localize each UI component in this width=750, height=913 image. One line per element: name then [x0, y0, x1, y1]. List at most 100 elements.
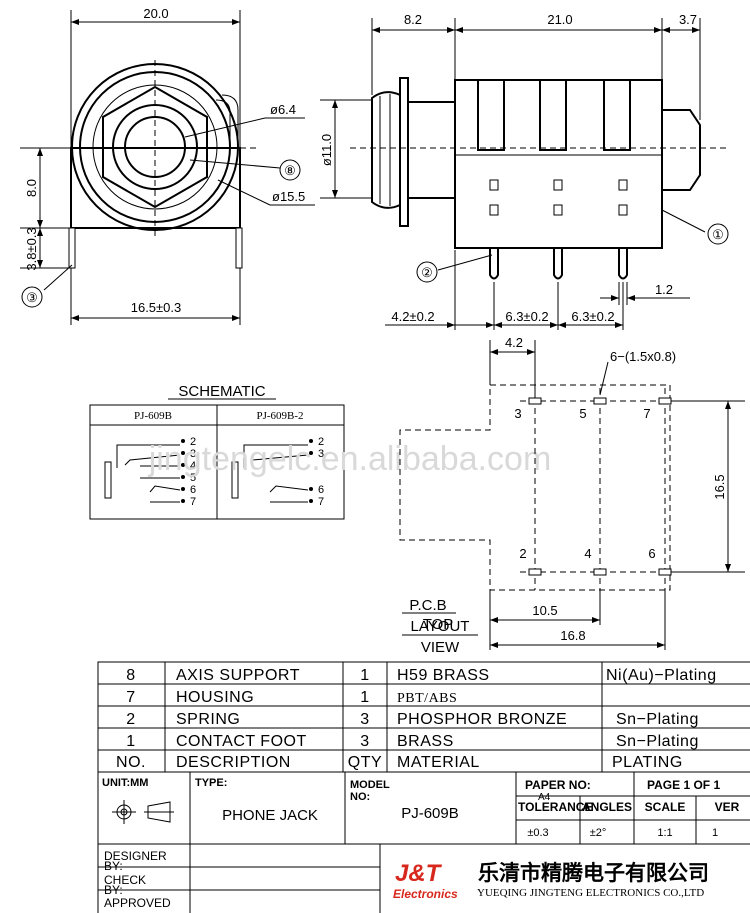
svg-text:3: 3: [190, 448, 196, 460]
svg-text:7: 7: [318, 496, 324, 508]
pcb-pin-4: 4: [584, 546, 591, 561]
bom-header: NO. DESCRIPTION QTY MATERIAL PLATING: [116, 754, 683, 771]
dim-side-pitch-b: 6.3±0.2: [571, 309, 614, 324]
svg-text:PLATING: PLATING: [612, 754, 683, 771]
svg-text:3: 3: [360, 711, 369, 728]
pcb-caption-2: LAYOUT: [411, 618, 470, 635]
dim-side-front: 8.2: [404, 12, 422, 27]
svg-text:3: 3: [318, 448, 324, 460]
svg-text:HOUSING: HOUSING: [176, 689, 254, 706]
unit-label: UNIT:MM: [102, 777, 148, 789]
dim-pcb-width-b: 16.8: [560, 628, 585, 643]
company-name-cn: 乐清市精腾电子有限公司: [478, 861, 709, 885]
type-value: PHONE JACK: [222, 807, 318, 824]
dim-front-pin-offset: 3.8±0.3: [24, 227, 39, 270]
page-label: PAGE 1 OF 1: [647, 778, 720, 792]
svg-text:PHOSPHOR BRONZE: PHOSPHOR BRONZE: [397, 711, 567, 728]
svg-text:SPRING: SPRING: [176, 711, 240, 728]
svg-text:QTY: QTY: [348, 754, 382, 771]
company-logo-sub: Electronics: [393, 887, 458, 901]
side-view: 8.2 21.0 3.7 ø11: [319, 12, 730, 330]
ver-value: 1: [712, 827, 718, 839]
approved-label: APPROVED: [104, 896, 171, 910]
callout-1: ①: [712, 227, 724, 242]
company-logo: J&T: [395, 860, 443, 887]
pcb-pin-3: 3: [514, 406, 521, 421]
pcb-caption-4: VIEW: [421, 639, 460, 656]
tolerance-value: ±0.3: [527, 827, 548, 839]
dim-side-body: 21.0: [547, 12, 572, 27]
dim-front-pin-pitch: 16.5±0.3: [131, 300, 182, 315]
pcb-caption-1: P.C.B: [409, 597, 446, 614]
pcb-pin-2: 2: [519, 546, 526, 561]
watermark: jingtengelc.en.alibaba.com: [148, 440, 552, 478]
svg-text:NO.: NO.: [116, 754, 146, 771]
bom-row: 7 HOUSING 1 PBT/ABS: [126, 689, 457, 706]
designer-by: BY:: [104, 859, 123, 873]
svg-text:CONTACT FOOT: CONTACT FOOT: [176, 733, 307, 750]
dim-pcb-width-a: 10.5: [532, 603, 557, 618]
paper-size: A4: [538, 792, 551, 803]
dim-side-pitch-a: 6.3±0.2: [505, 309, 548, 324]
bom-row: 2 SPRING 3 PHOSPHOR BRONZE Sn−Plating: [126, 711, 698, 728]
dim-front-height: 8.0: [24, 179, 39, 197]
svg-text:7: 7: [126, 689, 135, 706]
bom-row: 1 CONTACT FOOT 3 BRASS Sn−Plating: [126, 733, 699, 750]
schematic-title: SCHEMATIC: [178, 383, 265, 400]
angles-label: ANGLES: [582, 800, 632, 814]
paper-label: PAPER NO:: [525, 778, 591, 792]
svg-text:2: 2: [318, 436, 324, 448]
svg-text:6: 6: [190, 484, 196, 496]
pcb-pin-6: 6: [648, 546, 655, 561]
schematic-col1: PJ-609B: [134, 410, 172, 422]
svg-text:H59 BRASS: H59 BRASS: [397, 667, 490, 684]
svg-text:AXIS SUPPORT: AXIS SUPPORT: [176, 667, 300, 684]
pcb-pin-7: 7: [643, 406, 650, 421]
designer-label: DESIGNER: [104, 849, 167, 863]
model-label: MODEL: [350, 779, 390, 791]
dim-pcb-height: 16.5: [712, 474, 727, 499]
scale-label: SCALE: [645, 800, 686, 814]
svg-text:4: 4: [190, 460, 196, 472]
svg-text:1: 1: [360, 667, 369, 684]
svg-text:Sn−Plating: Sn−Plating: [616, 733, 699, 750]
model-label-2: NO:: [350, 791, 370, 803]
title-block: UNIT:MM TYPE: PHONE JACK MODEL NO: PJ-60…: [97, 771, 750, 913]
svg-text:1: 1: [126, 733, 135, 750]
callout-3: ③: [26, 290, 38, 305]
type-label: TYPE:: [195, 777, 227, 789]
dim-side-pitch-first: 4.2±0.2: [391, 309, 434, 324]
label-inner-dia: ø6.4: [270, 102, 296, 117]
tolerance-label: TOLERANCE: [518, 800, 592, 814]
svg-text:5: 5: [190, 472, 196, 484]
callout-8: ⑧: [284, 163, 296, 178]
svg-text:BRASS: BRASS: [397, 733, 454, 750]
callout-2: ②: [421, 265, 433, 280]
dim-front-width: 20.0: [143, 6, 168, 21]
svg-text:2: 2: [190, 436, 196, 448]
company-name-en: YUEQING JINGTENG ELECTRONICS CO.,LTD: [477, 887, 704, 899]
bom-row: 8 AXIS SUPPORT 1 H59 BRASS Ni(Au)−Platin…: [126, 667, 716, 684]
projection-icon: [112, 800, 174, 824]
schematic: SCHEMATIC PJ-609B PJ-609B-2 2 3 4 5 6 7 …: [89, 383, 345, 520]
check-label: CHECK: [104, 873, 146, 887]
svg-text:DESCRIPTION: DESCRIPTION: [176, 754, 291, 771]
label-pcb-holes: 6−(1.5x0.8): [610, 349, 676, 364]
angles-value: ±2°: [590, 827, 607, 839]
dim-side-pin-width: 1.2: [655, 282, 673, 297]
schematic-col2: PJ-609B-2: [256, 410, 303, 422]
ver-label: VER: [715, 800, 740, 814]
scale-value: 1:1: [657, 827, 672, 839]
svg-text:Ni(Au)−Plating: Ni(Au)−Plating: [606, 667, 717, 684]
svg-text:MATERIAL: MATERIAL: [397, 754, 480, 771]
check-by: BY:: [104, 883, 123, 897]
pcb-layout: 4.2 6−(1.5x0.8) 3 5 7 2 4 6 16.5: [399, 335, 745, 656]
model-value: PJ-609B: [401, 805, 459, 822]
schematic-pins-col2: 2 3 6 7: [309, 436, 324, 508]
front-view: 20.0 8.0 3.8±0.3: [20, 6, 315, 325]
svg-text:1: 1: [360, 689, 369, 706]
schematic-pins-col1: 2 3 4 5 6 7: [181, 436, 196, 508]
svg-text:PBT/ABS: PBT/ABS: [397, 691, 457, 706]
dim-pcb-offset: 4.2: [505, 335, 523, 350]
